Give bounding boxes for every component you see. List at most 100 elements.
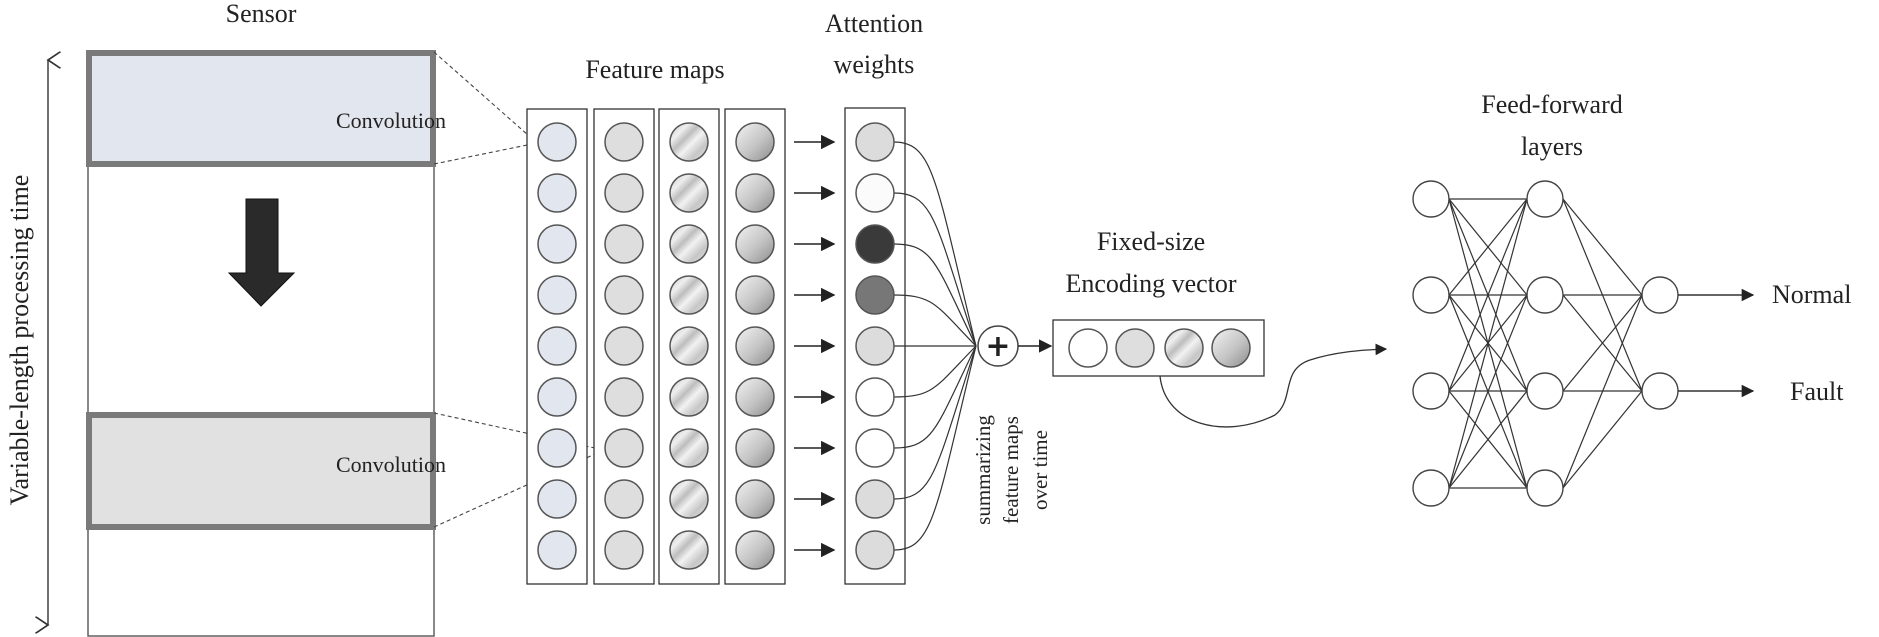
attention-connection — [893, 345, 977, 398]
feature-node — [604, 224, 644, 264]
feature-map-3 — [658, 108, 720, 585]
feature-node — [537, 275, 577, 315]
nn-neuron — [1412, 276, 1450, 314]
feature-node — [735, 275, 775, 315]
feature-node — [537, 122, 577, 162]
encoding-node — [1068, 328, 1108, 368]
feature-node — [604, 122, 644, 162]
output-label-fault: Fault — [1790, 377, 1844, 406]
feature-node — [537, 428, 577, 468]
feed-forward-network — [1412, 180, 1755, 507]
feature-node — [735, 173, 775, 213]
nn-neuron — [1412, 372, 1450, 410]
attention-weight-node — [855, 377, 895, 417]
attention-connection — [893, 243, 977, 347]
feature-node — [537, 224, 577, 264]
feature-node — [669, 377, 709, 417]
nn-neuron — [1412, 180, 1450, 218]
feature-node — [669, 224, 709, 264]
feature-node — [735, 530, 775, 570]
feature-node — [537, 530, 577, 570]
feature-node — [735, 122, 775, 162]
sensor-label: Sensor — [226, 0, 297, 28]
attention-weight-node — [855, 122, 895, 162]
encoding-title-line1: Fixed-size — [1097, 227, 1205, 256]
feature-node — [604, 173, 644, 213]
nn-connection — [1562, 294, 1643, 489]
nn-neuron — [1641, 372, 1679, 410]
feature-node — [669, 479, 709, 519]
nn-connection — [1448, 198, 1528, 296]
time-axis-label: Variable-length processing time — [5, 175, 34, 506]
time-progress-arrow-icon — [227, 198, 296, 307]
attention-weight-node — [855, 326, 895, 366]
attention-weight-node — [855, 428, 895, 468]
encoding-node — [1211, 328, 1251, 368]
attention-connection — [893, 345, 977, 500]
summarizing-label-line1: summarizing — [971, 415, 995, 525]
feature-node — [604, 479, 644, 519]
convolution-label-bottom: Convolution — [336, 452, 446, 477]
attention-weights — [794, 107, 977, 585]
nn-connection — [1562, 198, 1643, 296]
encoding-vector — [1052, 319, 1388, 428]
feature-node — [735, 479, 775, 519]
attention-weights-title-line2: weights — [834, 50, 915, 79]
summarizing-label-line2: feature maps — [999, 416, 1023, 524]
output-label-normal: Normal — [1772, 280, 1851, 309]
arrow-to-feed-forward — [1159, 343, 1388, 428]
attention-weight-node — [855, 479, 895, 519]
projection-line — [433, 51, 538, 144]
attention-connection — [893, 141, 977, 347]
feed-forward-title-line1: Feed-forward — [1481, 90, 1623, 119]
plus-icon: + — [985, 329, 1010, 364]
attention-connection — [893, 192, 977, 347]
feature-node — [669, 173, 709, 213]
nn-neuron — [1526, 180, 1564, 218]
nn-connection — [1448, 294, 1528, 489]
feature-node — [735, 377, 775, 417]
feature-node — [604, 377, 644, 417]
attention-weight-node — [855, 224, 895, 264]
nn-connection — [1448, 390, 1528, 489]
encoding-node — [1115, 328, 1155, 368]
feature-maps-title: Feature maps — [585, 55, 724, 84]
feature-node — [735, 224, 775, 264]
nn-connection — [1448, 198, 1528, 392]
attention-weight-node — [855, 530, 895, 570]
feature-node — [669, 326, 709, 366]
nn-connection — [1562, 294, 1643, 392]
summarizing-label-line3: over time — [1028, 430, 1052, 510]
feature-node — [537, 326, 577, 366]
nn-neuron — [1526, 276, 1564, 314]
sensor-block: Sensor Convolution Convolution — [86, 0, 605, 637]
feature-node — [669, 428, 709, 468]
feature-map-4 — [724, 108, 786, 585]
attention-weight-node — [855, 173, 895, 213]
attention-connection — [893, 345, 977, 449]
encoding-node — [1164, 328, 1204, 368]
nn-neuron — [1526, 372, 1564, 410]
feature-node — [604, 428, 644, 468]
nn-neuron — [1641, 276, 1679, 314]
attention-connection — [893, 294, 977, 347]
feed-forward-title-line2: layers — [1521, 132, 1583, 161]
convolution-label-top: Convolution — [336, 108, 446, 133]
nn-connection — [1448, 198, 1528, 489]
top-convolution-window — [86, 50, 436, 167]
feature-node — [669, 530, 709, 570]
feature-node — [669, 122, 709, 162]
encoding-title-line2: Encoding vector — [1065, 269, 1236, 298]
projection-line — [433, 412, 605, 451]
feature-map-1 — [526, 108, 588, 585]
feature-node — [537, 173, 577, 213]
feature-map-2 — [593, 108, 655, 585]
nn-neuron — [1412, 469, 1450, 507]
projection-line — [433, 142, 538, 165]
feature-node — [669, 275, 709, 315]
attention-weights-title-line1: Attention — [825, 9, 923, 38]
feature-node — [604, 275, 644, 315]
feature-node — [604, 326, 644, 366]
feature-node — [735, 326, 775, 366]
